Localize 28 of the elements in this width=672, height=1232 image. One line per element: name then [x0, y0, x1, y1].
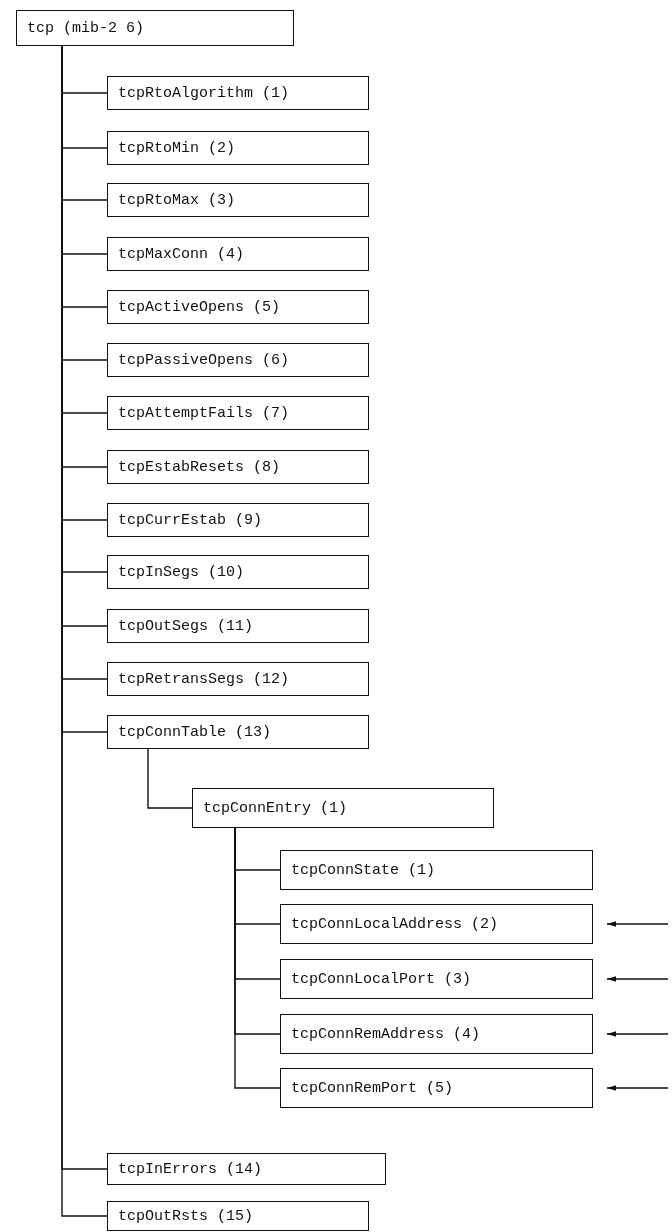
tree-node-box: tcpConnTable (13) — [107, 715, 369, 749]
arrow — [606, 921, 669, 927]
tree-node-box: tcpAttemptFails (7) — [107, 396, 369, 430]
tree-node-box: tcpConnState (1) — [280, 850, 593, 890]
tree-node-box: tcpOutSegs (11) — [107, 609, 369, 643]
tree-node-box: tcpEstabResets (8) — [107, 450, 369, 484]
tree-node-box: tcpConnRemAddress (4) — [280, 1014, 593, 1054]
tree-node-box: tcpRtoAlgorithm (1) — [107, 76, 369, 110]
tree-connector — [234, 827, 281, 1089]
tree-node-box: tcpPassiveOpens (6) — [107, 343, 369, 377]
tree-node-box: tcpInSegs (10) — [107, 555, 369, 589]
tree-node-box: tcpCurrEstab (9) — [107, 503, 369, 537]
arrow — [606, 1085, 669, 1091]
tree-node-box: tcpRtoMax (3) — [107, 183, 369, 217]
arrow — [606, 976, 669, 982]
tree-node-box: tcpRtoMin (2) — [107, 131, 369, 165]
tree-node-box: tcpConnLocalAddress (2) — [280, 904, 593, 944]
tree-node-box: tcpConnRemPort (5) — [280, 1068, 593, 1108]
tree-node-box: tcpConnLocalPort (3) — [280, 959, 593, 999]
tree-node-box: tcpOutRsts (15) — [107, 1201, 369, 1231]
tree-node-box: tcpConnEntry (1) — [192, 788, 494, 828]
tree-node-box: tcpInErrors (14) — [107, 1153, 386, 1185]
tree-node-box: tcpMaxConn (4) — [107, 237, 369, 271]
tree-connector — [147, 748, 193, 809]
tree-node-box: tcpActiveOpens (5) — [107, 290, 369, 324]
tree-node-box: tcp (mib-2 6) — [16, 10, 294, 46]
arrow — [606, 1031, 669, 1037]
tree-node-box: tcpRetransSegs (12) — [107, 662, 369, 696]
